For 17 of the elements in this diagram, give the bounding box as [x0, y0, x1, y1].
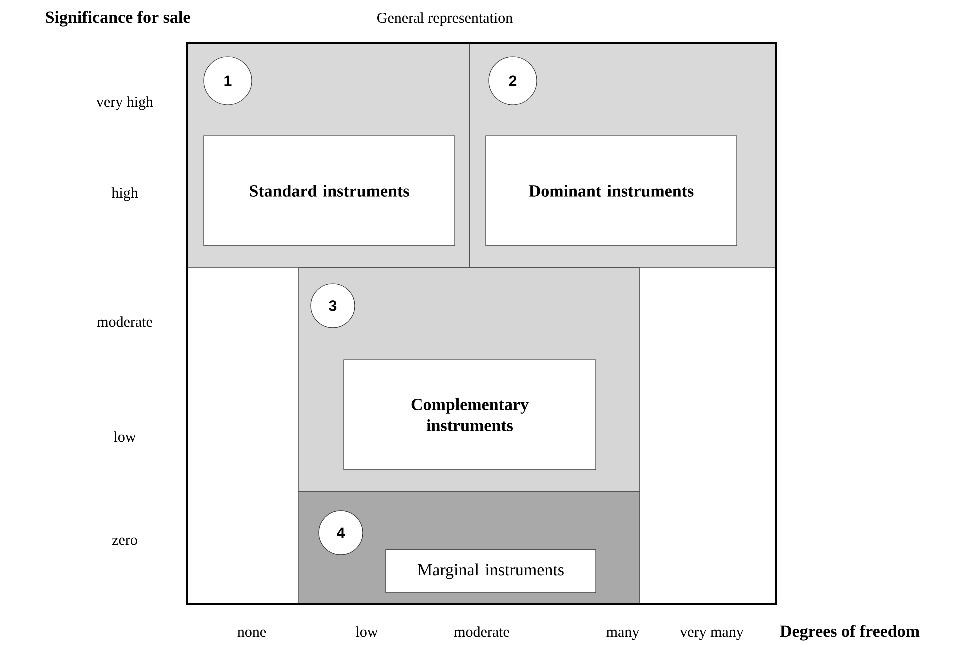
tick-label: low	[114, 432, 136, 442]
chart-title: General representation	[378, 12, 513, 26]
tick-label: high	[112, 188, 138, 202]
axis-title: Significance for sale	[46, 11, 190, 27]
tick-label: low	[356, 626, 378, 638]
tick-label: many	[606, 630, 640, 640]
category-box: Marginal instruments	[386, 550, 596, 594]
tick-label: very many	[680, 630, 744, 640]
axis-title: Degrees of freedom	[780, 625, 920, 641]
category-box: Dominant instruments	[486, 136, 738, 246]
tick-label: moderate	[454, 626, 510, 638]
category-box: Complementary instruments	[344, 360, 596, 470]
tick-label: zero	[112, 538, 138, 546]
tick-label: moderate	[97, 316, 152, 328]
tick-label: none	[238, 630, 266, 638]
category-box: Standard instruments	[204, 136, 456, 246]
tick-label: very high	[96, 96, 154, 110]
